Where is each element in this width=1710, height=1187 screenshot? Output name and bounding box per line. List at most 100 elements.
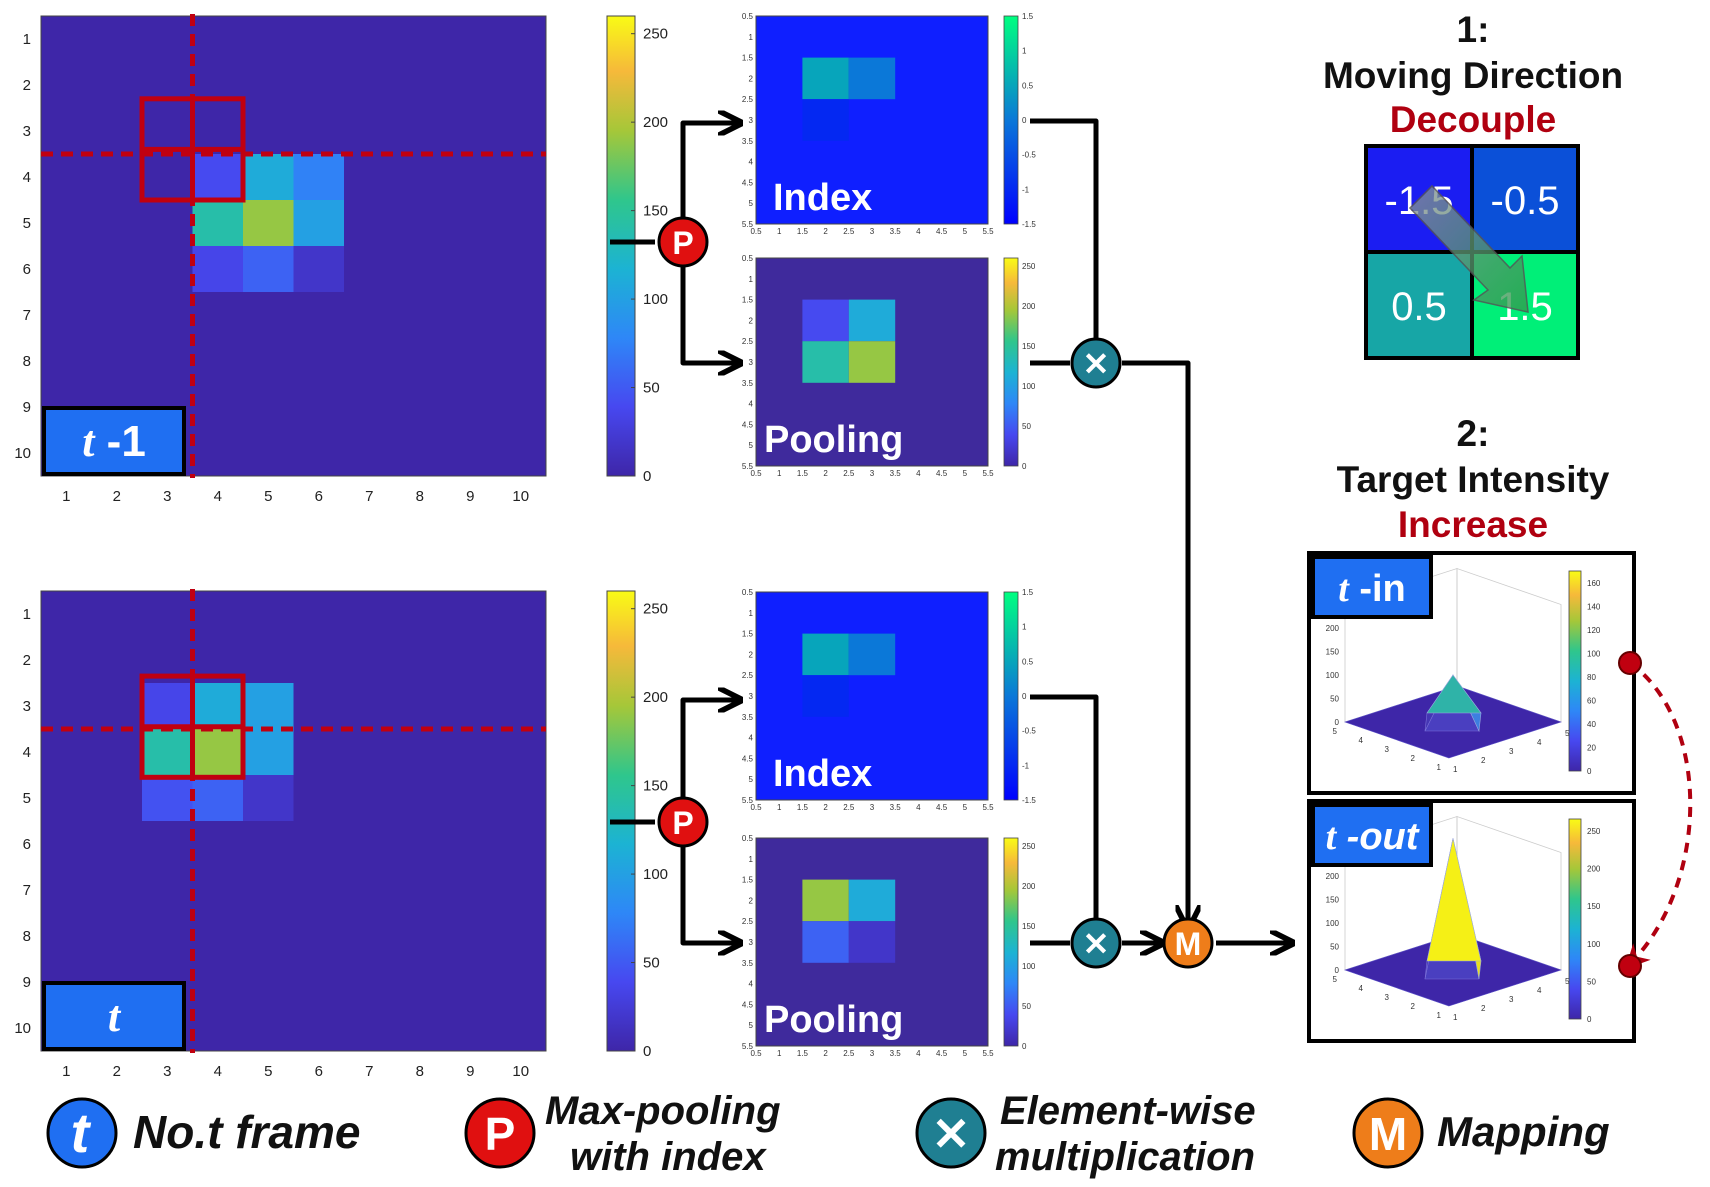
- heat-cell: [445, 154, 496, 201]
- small-x-tick: 3: [870, 1049, 875, 1058]
- small-y-tick: 2: [749, 316, 754, 325]
- legend-mult-icon: ✕: [915, 1097, 987, 1169]
- pool-badge-bottom: P: [657, 796, 709, 848]
- small-x-tick: 2.5: [843, 227, 855, 236]
- heat-cell: [192, 62, 244, 109]
- heat-cell: [91, 821, 143, 868]
- small-colorbar-tick: 0: [1022, 1042, 1027, 1051]
- plot-colorbar-tick: 60: [1587, 697, 1596, 706]
- x-tick-label: 5: [264, 488, 272, 505]
- y-tick-label: 9: [23, 399, 31, 416]
- legend-pool-text-2: with index: [570, 1135, 767, 1179]
- small-x-tick: 3: [870, 803, 875, 812]
- small-y-tick: 5.5: [742, 220, 754, 229]
- heat-cell: [192, 1005, 244, 1052]
- small-x-tick: 1: [777, 227, 782, 236]
- small-x-tick: 5: [963, 803, 968, 812]
- right-axis-tick: 4: [1537, 738, 1542, 747]
- heat-cell: [142, 108, 193, 155]
- heat-cell: [41, 200, 92, 247]
- heat-cell: [495, 821, 547, 868]
- heat-cell: [293, 775, 345, 822]
- index-background: [756, 592, 988, 800]
- x-tick-label: 6: [315, 1063, 323, 1080]
- small-y-tick: 3: [749, 692, 754, 701]
- heat-cell: [445, 867, 496, 914]
- heat-cell: [91, 62, 143, 109]
- heat-cell: [344, 338, 395, 385]
- small-y-tick: 2: [749, 74, 754, 83]
- plot-colorbar-tick: 250: [1587, 827, 1601, 836]
- x-tick-label: 3: [163, 488, 171, 505]
- z-tick: 0: [1335, 966, 1340, 975]
- heat-cell: [91, 775, 143, 822]
- legend-mult-text-1: Element-wise: [1000, 1089, 1256, 1133]
- heat-cell: [243, 683, 294, 730]
- heat-cell: [192, 154, 244, 201]
- heat-cell: [495, 154, 547, 201]
- heat-cell: [293, 16, 345, 63]
- small-x-tick: 3.5: [890, 227, 902, 236]
- y-tick-label: 6: [23, 836, 31, 853]
- heat-cell: [293, 867, 345, 914]
- legend-mult-text-2: multiplication: [995, 1135, 1255, 1179]
- heat-cell: [293, 729, 345, 776]
- small-x-tick: 0.5: [750, 803, 762, 812]
- index-cell: [802, 99, 849, 141]
- heat-cell: [495, 683, 547, 730]
- heat-cell: [445, 775, 496, 822]
- small-colorbar-tick: -1: [1022, 761, 1030, 770]
- frame-label-box: [42, 981, 186, 1051]
- heat-cell: [243, 108, 294, 155]
- small-x-tick: 5: [963, 469, 968, 478]
- heat-cell: [142, 200, 193, 247]
- heat-cell: [192, 959, 244, 1006]
- pool-cell: [802, 921, 849, 963]
- right-axis-tick: 2: [1481, 1004, 1486, 1013]
- heat-cell: [91, 867, 143, 914]
- small-colorbar-tick: 0: [1022, 692, 1027, 701]
- legend-frame-icon: t: [46, 1097, 118, 1169]
- heat-cell: [192, 729, 244, 776]
- small-x-tick: 0.5: [750, 1049, 762, 1058]
- heat-cell: [445, 108, 496, 155]
- z-tick: 100: [1326, 671, 1340, 680]
- legend: t No.t frame P Max-pooling with index ✕ …: [46, 1089, 1610, 1179]
- svg-text:P: P: [672, 805, 693, 841]
- small-y-tick: 1.5: [742, 296, 754, 305]
- plot-colorbar: [1568, 570, 1582, 772]
- map-border: [755, 257, 989, 467]
- x-tick-label: 3: [163, 1063, 171, 1080]
- left-axis-tick: 4: [1359, 984, 1364, 993]
- y-tick-label: 6: [23, 261, 31, 278]
- heat-cell: [243, 867, 294, 914]
- small-colorbar-tick: 0: [1022, 116, 1027, 125]
- heat-cell: [495, 591, 547, 638]
- heat-cell: [91, 16, 143, 63]
- small-colorbar-tick: 1.5: [1022, 588, 1034, 597]
- colorbar-tick-label: 150: [643, 203, 668, 220]
- surface-peak: [1426, 674, 1482, 714]
- small-y-tick: 3: [749, 938, 754, 947]
- small-x-tick: 5.5: [982, 227, 994, 236]
- heat-cell: [394, 637, 446, 684]
- heat-cell: [445, 591, 496, 638]
- heat-cell: [495, 338, 547, 385]
- small-y-tick: 3: [749, 116, 754, 125]
- small-colorbar: [1003, 837, 1019, 1047]
- colorbar-tick-label: 50: [643, 955, 660, 972]
- plot-label-box: [1311, 803, 1433, 867]
- x-tick-label: 4: [214, 488, 222, 505]
- plot-label: t -in: [1338, 568, 1406, 610]
- map-border: [755, 15, 989, 225]
- heat-cell: [41, 292, 92, 339]
- heat-cell: [445, 246, 496, 293]
- plot-colorbar-tick: 200: [1587, 865, 1601, 874]
- heat-cell: [192, 338, 244, 385]
- small-colorbar-tick: -1.5: [1022, 796, 1036, 805]
- plot-colorbar-tick: 160: [1587, 579, 1601, 588]
- svg-text:✕: ✕: [932, 1108, 971, 1160]
- heat-cell: [445, 821, 496, 868]
- small-colorbar-tick: -1: [1022, 185, 1030, 194]
